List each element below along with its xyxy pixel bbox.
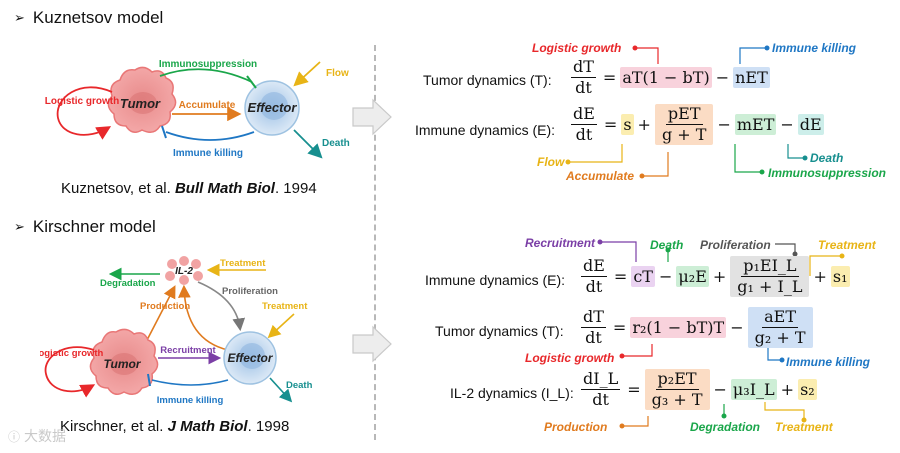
term-logistic: aT(1 − bT)	[620, 67, 712, 88]
ann-recruitment: Recruitment	[525, 236, 596, 250]
kirschner-eq-connectors	[597, 239, 845, 429]
ann-treatment-1: Treatment	[818, 238, 876, 252]
ann-death: Death	[810, 151, 844, 165]
treatment-right-label: Treatment	[262, 301, 308, 312]
term-flow: s	[621, 114, 634, 135]
kuznetsov-immune-eq-label: Immune dynamics (E):	[415, 122, 556, 138]
vertical-divider	[374, 45, 376, 440]
ann-immunosuppression: Immunosuppression	[768, 166, 887, 180]
flow-label: Flow	[326, 68, 349, 79]
ann-production: Production	[544, 420, 608, 434]
ann-kirschner-logistic: Logistic growth	[525, 351, 615, 365]
ann-logistic-growth: Logistic growth	[532, 41, 622, 55]
ann-proliferation: Proliferation	[700, 238, 771, 252]
kirschner-header: ➢Kirschner model	[14, 217, 156, 236]
il2-molecules	[165, 256, 203, 285]
kirschner-il2-eq-label: IL-2 dynamics (I_L):	[450, 385, 574, 401]
kuznetsov-diagram: Tumor Effector Logistic growth Immunosup…	[45, 59, 350, 159]
ann-kirschner-death: Death	[650, 238, 684, 252]
arrow-right-icon-2	[352, 325, 392, 363]
kuznetsov-citation: Kuznetsov, et al. Bull Math Biol. 1994	[61, 180, 317, 197]
degradation-label: Degradation	[100, 278, 156, 289]
kirschner-tumor-label: Tumor	[103, 357, 141, 371]
ann-accumulate: Accumulate	[566, 169, 635, 183]
ann-treatment-2: Treatment	[775, 420, 833, 434]
death-label: Death	[322, 138, 350, 149]
kirschner-immune-eq-label: Immune dynamics (E):	[425, 272, 566, 288]
accumulate-label: Accumulate	[179, 100, 236, 111]
kirschner-tumor-eq-label: Tumor dynamics (T):	[435, 323, 564, 339]
kirschner-immune-killing-label: Immune killing	[157, 395, 224, 406]
tumor-label: Tumor	[120, 96, 161, 111]
kuznetsov-eq-connectors	[565, 45, 808, 179]
immunosuppression-label: Immunosuppression	[159, 59, 257, 70]
ann-immune-killing: Immune killing	[772, 41, 857, 55]
term-immunosuppression: mET	[734, 114, 777, 135]
proliferation-label: Proliferation	[222, 286, 278, 297]
kirschner-diagram: IL-2 Treatment Degradation Production Pr…	[40, 256, 313, 406]
kirschner-death-label: Death	[286, 380, 313, 391]
ann-kirschner-killing: Immune killing	[786, 355, 871, 369]
effector-label: Effector	[248, 100, 298, 115]
kirschner-citation: Kirschner, et al. J Math Biol. 1998	[60, 418, 290, 435]
term-killing: nET	[733, 67, 770, 88]
ann-degradation: Degradation	[690, 420, 761, 434]
immune-killing-label: Immune killing	[173, 148, 243, 159]
kirschner-logistic-growth-label: Logistic growth	[40, 348, 104, 359]
term-death: dE	[797, 114, 824, 135]
recruitment-label: Recruitment	[160, 345, 216, 356]
kirschner-effector-label: Effector	[227, 351, 273, 365]
arrow-right-icon	[352, 98, 392, 136]
il2-label: IL-2	[175, 266, 193, 277]
ann-flow: Flow	[537, 155, 565, 169]
production-label: Production	[140, 301, 190, 312]
kuznetsov-tumor-eq-label: Tumor dynamics (T):	[423, 72, 552, 88]
kuznetsov-header: ➢Kuznetsov model	[14, 8, 164, 27]
treatment-top-label: Treatment	[220, 258, 266, 269]
logistic-growth-label: Logistic growth	[45, 96, 119, 107]
